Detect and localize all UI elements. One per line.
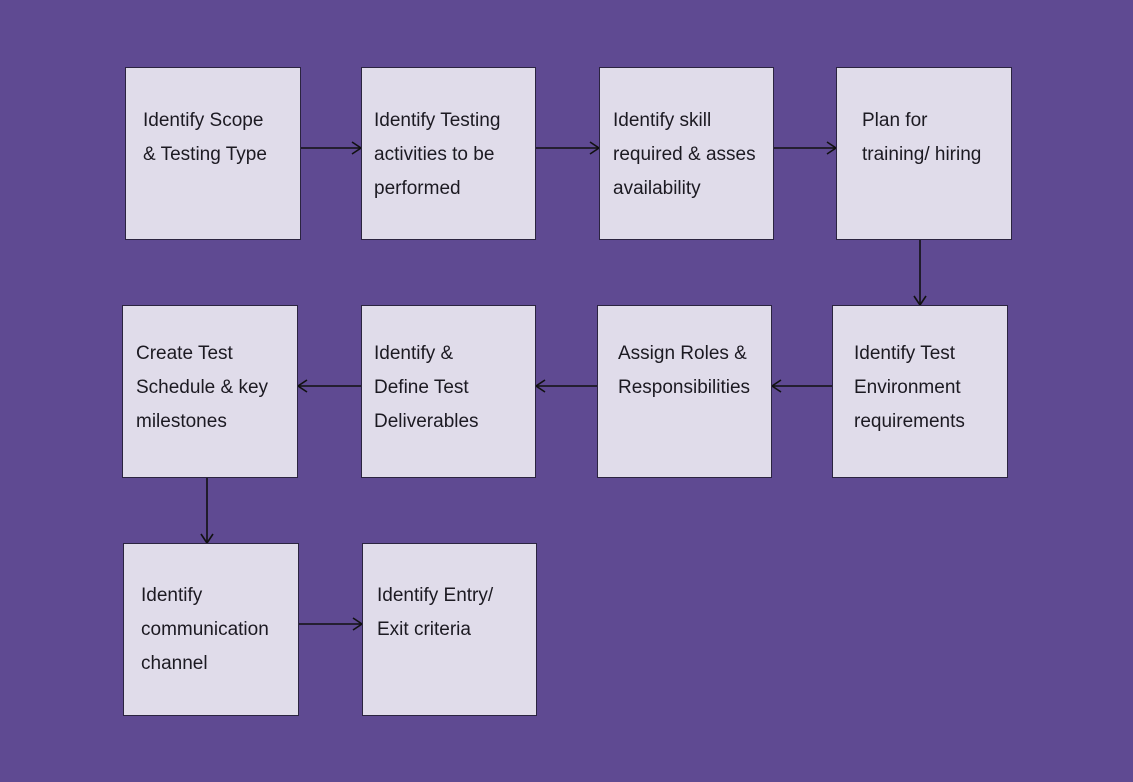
step-box-test-environment: Identify Test Environment requirements: [832, 305, 1008, 478]
arrow-activities-to-skills: [534, 141, 601, 155]
step-line: milestones: [136, 411, 227, 432]
step-box-assign-roles: Assign Roles & Responsibilities: [597, 305, 772, 478]
arrow-scope-to-activities: [299, 141, 363, 155]
step-box-define-deliverables: Identify & Define Test Deliverables: [361, 305, 536, 478]
arrow-head-icon: [200, 533, 214, 545]
step-box-entry-exit-criteria: Identify Entry/ Exit criteria: [362, 543, 537, 716]
step-box-identify-skill: Identify skill required & asses availabi…: [599, 67, 774, 240]
step-line: performed: [374, 178, 461, 199]
arrow-deliverables-to-schedule: [296, 379, 361, 393]
arrow-environment-to-roles: [770, 379, 832, 393]
step-line: Environment: [854, 377, 961, 398]
step-line: required & asses: [613, 144, 756, 165]
arrow-head-icon: [296, 379, 308, 393]
step-line: Define Test: [374, 377, 469, 398]
arrow-head-icon: [826, 141, 838, 155]
step-line: requirements: [854, 411, 965, 432]
step-line: availability: [613, 178, 701, 199]
arrow-head-icon: [351, 141, 363, 155]
arrow-schedule-to-communication: [200, 478, 214, 545]
step-line: Plan for: [862, 110, 928, 131]
step-line: activities to be: [374, 144, 495, 165]
step-box-communication-channel: Identify communication channel: [123, 543, 299, 716]
step-line: & Testing Type: [143, 144, 267, 165]
arrow-roles-to-deliverables: [534, 379, 597, 393]
arrow-head-icon: [770, 379, 782, 393]
step-line: Deliverables: [374, 411, 479, 432]
step-box-identify-scope: Identify Scope & Testing Type: [125, 67, 301, 240]
step-line: Identify skill: [613, 110, 712, 131]
arrow-skills-to-training: [772, 141, 838, 155]
step-line: Identify: [141, 585, 203, 606]
step-line: Identify &: [374, 343, 454, 364]
arrow-head-icon: [534, 379, 546, 393]
arrow-head-icon: [589, 141, 601, 155]
step-line: Responsibilities: [618, 377, 751, 398]
step-box-test-schedule: Create Test Schedule & key milestones: [122, 305, 298, 478]
arrow-head-icon: [352, 617, 364, 631]
step-line: Identify Entry/: [377, 585, 494, 606]
step-box-identify-testing-activities: Identify Testing activities to be perfor…: [361, 67, 536, 240]
step-line: training/ hiring: [862, 144, 982, 165]
step-line: communication: [141, 619, 269, 640]
step-line: Assign Roles &: [618, 343, 747, 364]
step-line: Schedule & key: [136, 377, 269, 398]
step-line: Identify Testing: [374, 110, 501, 131]
step-line: Exit criteria: [377, 619, 471, 640]
step-line: Identify Scope: [143, 110, 264, 131]
step-box-plan-training: Plan for training/ hiring: [836, 67, 1012, 240]
step-line: Identify Test: [854, 343, 956, 364]
arrow-communication-to-criteria: [297, 617, 364, 631]
arrow-training-to-environment: [913, 240, 927, 307]
arrow-head-icon: [913, 295, 927, 307]
step-line: channel: [141, 653, 208, 674]
step-line: Create Test: [136, 343, 233, 364]
